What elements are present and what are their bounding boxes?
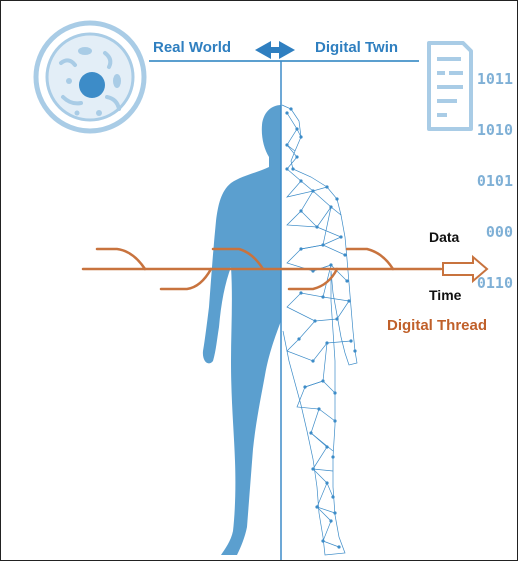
bidirectional-arrow-icon <box>255 41 295 59</box>
human-silhouette-real <box>202 105 281 555</box>
cell-icon <box>33 20 147 134</box>
binary-line: 0101 <box>476 172 513 190</box>
digital-twin-mesh <box>281 104 358 556</box>
digital-thread <box>81 247 443 291</box>
binary-line: 000 <box>485 223 513 241</box>
digital-twin-label: Digital Twin <box>315 39 399 56</box>
time-label: Time <box>429 287 462 303</box>
binary-line: 1011 <box>476 70 513 88</box>
document-icon <box>427 41 473 131</box>
real-world-label: Real World <box>153 39 232 56</box>
digital-thread-label: Digital Thread <box>387 317 488 334</box>
data-label: Data <box>429 229 460 245</box>
binary-code: 1011 1010 0101 000 0110 <box>467 37 513 309</box>
binary-line: 1010 <box>476 121 513 139</box>
binary-line: 0110 <box>476 274 513 292</box>
thread-arrow-icon <box>442 254 489 284</box>
